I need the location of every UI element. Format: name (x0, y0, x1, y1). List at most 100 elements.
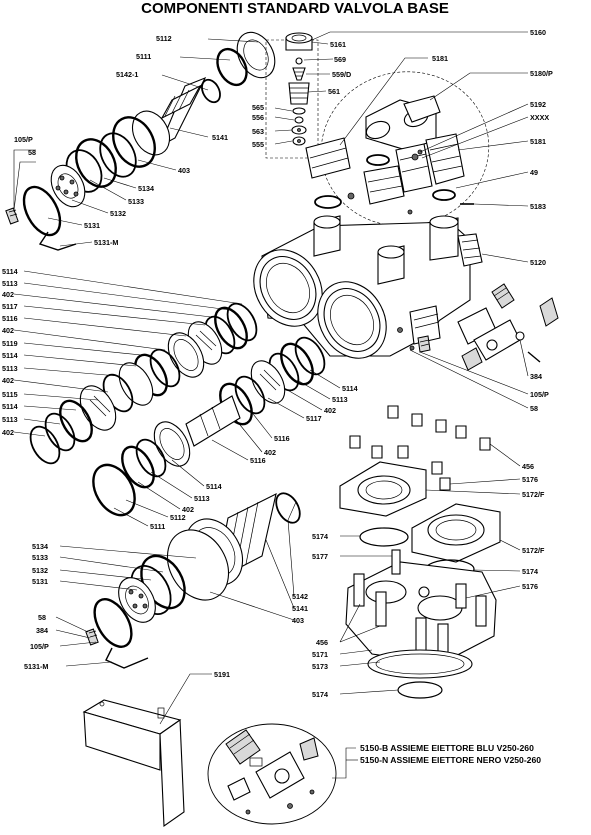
part-label: 402 (2, 376, 14, 385)
part-label: 5174 (312, 532, 328, 541)
part-label: 5131-M (94, 238, 118, 247)
part-label: 5141 (292, 604, 308, 613)
part-label: 5114 (2, 267, 18, 276)
part-label: 5192 (530, 100, 546, 109)
part-label: 5142 (292, 592, 308, 601)
injector-detail (207, 723, 337, 825)
part-label: 556 (252, 113, 264, 122)
diagram-title: COMPONENTI STANDARD VALVOLA BASE (141, 0, 449, 17)
part-label: 5114 (342, 384, 358, 393)
top-valve-parts (265, 32, 319, 159)
part-label: 5131 (84, 221, 100, 230)
elbow-fittings (320, 71, 490, 227)
part-label: 384 (36, 626, 48, 635)
part-label: 58 (38, 613, 46, 622)
assembly-label-blue: 5150-B ASSIEME EIETTORE BLU V250-260 (360, 743, 534, 753)
part-label: 105/P (30, 642, 49, 651)
part-label: 5132 (110, 209, 126, 218)
part-label: 5132 (32, 566, 48, 575)
part-label: 5112 (170, 513, 186, 522)
part-label: 5142-1 (116, 70, 138, 79)
seal-stack-lower (92, 336, 326, 517)
part-label: 5113 (2, 279, 18, 288)
part-label: 402 (264, 448, 276, 457)
part-label: 5113 (2, 415, 18, 424)
part-label: 5114 (2, 351, 18, 360)
part-label: 456 (522, 462, 534, 471)
part-label: 5114 (2, 402, 18, 411)
part-label: 5119 (2, 339, 18, 348)
part-label: 5180/P (530, 69, 553, 78)
part-label: 58 (530, 404, 538, 413)
part-label: 5172/F (522, 490, 545, 499)
injector-side-parts (409, 283, 559, 371)
part-label: 384 (530, 372, 542, 381)
part-label: 49 (530, 168, 538, 177)
part-label: 5173 (312, 662, 328, 671)
part-label: 5120 (530, 258, 546, 267)
part-label: 5181 (432, 54, 448, 63)
part-label: 5114 (206, 482, 222, 491)
part-label: 5174 (312, 690, 328, 699)
seal-stack-upper (29, 302, 258, 465)
part-label: 456 (316, 638, 328, 647)
part-label: 5115 (2, 390, 18, 399)
part-label: 105/P (530, 390, 549, 399)
part-label: 555 (252, 140, 264, 149)
part-label: 5111 (136, 52, 151, 61)
part-label: 5171 (312, 650, 328, 659)
assembly-label-black: 5150-N ASSIEME EIETTORE NERO V250-260 (360, 755, 541, 765)
part-label: 5176 (522, 582, 538, 591)
part-label: 5116 (2, 314, 18, 323)
injector-housing (339, 405, 501, 699)
part-label: 5112 (156, 34, 172, 43)
part-label: 5176 (522, 475, 538, 484)
part-label: 105/P (14, 135, 33, 144)
part-label: 5131 (32, 577, 48, 586)
part-label: 5191 (214, 670, 230, 679)
part-label: 5172/F (522, 546, 545, 555)
part-label: 5141 (212, 133, 228, 142)
part-label: 559/D (332, 70, 351, 79)
part-label: 402 (2, 290, 14, 299)
part-label: 5113 (194, 494, 210, 503)
leader-lines (13, 31, 529, 779)
part-label: 5113 (332, 395, 348, 404)
part-label: 5174 (522, 567, 538, 576)
part-label: 565 (252, 103, 264, 112)
part-label: 403 (178, 166, 190, 175)
part-label: 5117 (2, 302, 18, 311)
part-label: 5133 (128, 197, 144, 206)
part-label: 5183 (530, 202, 546, 211)
part-label: 5111 (150, 522, 165, 531)
main-valve-body (253, 137, 483, 359)
part-labels: 5112 5111 5142-1 5141 403 5134 5133 5132… (2, 28, 553, 699)
part-label: 402 (2, 428, 14, 437)
part-label: 58 (28, 148, 36, 157)
mounting-bracket (82, 699, 185, 828)
part-label: 402 (2, 326, 14, 335)
part-label: 5177 (312, 552, 328, 561)
part-label: 569 (334, 55, 346, 64)
part-label: 561 (328, 87, 340, 96)
part-label: 402 (324, 406, 336, 415)
upper-piston-assembly (5, 31, 276, 251)
part-label: 5134 (32, 542, 48, 551)
part-label: 5161 (330, 40, 346, 49)
part-label: 5113 (2, 364, 18, 373)
part-label: 5116 (250, 456, 266, 465)
part-label: 563 (252, 127, 264, 136)
part-label: 5133 (32, 553, 48, 562)
part-label: 5160 (530, 28, 546, 37)
lower-piston-assembly (85, 492, 301, 669)
part-label: XXXX (530, 113, 549, 122)
part-label: 5117 (306, 414, 322, 423)
part-label: 5131-M (24, 662, 48, 671)
part-label: 402 (182, 505, 194, 514)
part-label: 5181 (530, 137, 546, 146)
part-label: 5134 (138, 184, 154, 193)
part-label: 5116 (274, 434, 290, 443)
part-label: 403 (292, 616, 304, 625)
